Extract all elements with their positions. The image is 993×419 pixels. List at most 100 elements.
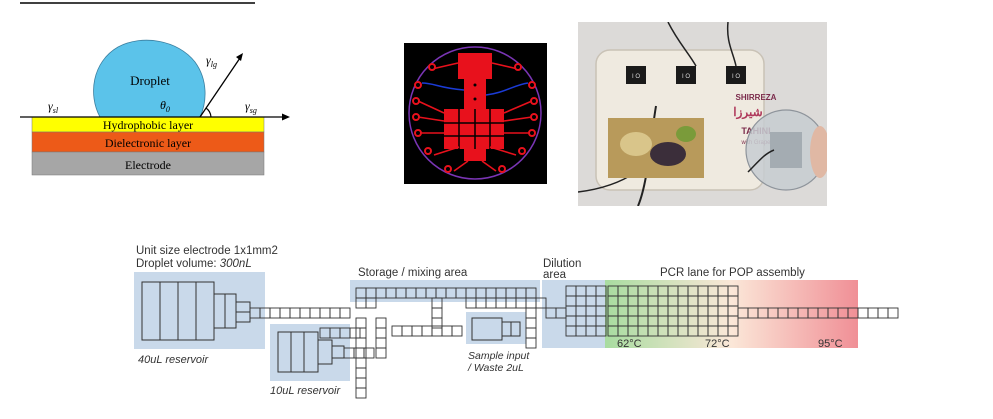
pcb-red-traces [417, 62, 533, 172]
transport-electrode [375, 327, 387, 339]
transport-electrode [355, 337, 367, 349]
transport-electrode [525, 327, 537, 339]
theta-label: θ0 [160, 98, 170, 114]
transport-electrode [349, 327, 361, 339]
sample-zone [466, 312, 526, 344]
pcr-electrode [727, 325, 739, 337]
switch-row: I O I O I O [626, 66, 746, 84]
hydrophobic-layer-label: Hydrophobic layer [103, 118, 193, 132]
transport-electrode [375, 347, 387, 359]
contact-angle-panel: Hydrophobic layer Dielectronic layer Ele… [0, 0, 300, 190]
transport-electrode [525, 317, 537, 329]
dmf-layout-diagram: Unit size electrode 1x1mm2 Droplet volum… [134, 245, 899, 399]
transport-electrode [353, 347, 365, 359]
switch-2 [676, 66, 696, 84]
pcb-blue-trace-2 [485, 82, 529, 96]
temp-label-95: 95°C [818, 338, 843, 350]
transport-electrode [289, 307, 301, 319]
wire-2 [726, 22, 737, 67]
pcr-zone [605, 280, 858, 348]
reservoir-40-zone [134, 272, 265, 349]
pcb-blue-trace-1 [421, 82, 465, 91]
transport-electrode [401, 325, 413, 337]
pcb-bottom-pad [464, 149, 486, 161]
transport-electrode [355, 317, 367, 329]
dilution-label-1: Dilution [543, 258, 581, 270]
transport-electrode [363, 347, 375, 359]
pcr-lane-electrode [887, 307, 899, 319]
transport-electrode [431, 317, 443, 329]
transport-electrode [329, 307, 341, 319]
storage-zone [350, 280, 540, 302]
chip-electrode-area [770, 132, 802, 168]
sample-electrodes [471, 317, 521, 341]
transport-electrode [309, 307, 321, 319]
sample-label-2: / Waste 2uL [467, 362, 524, 374]
transport-electrode [391, 325, 403, 337]
angle-arc [205, 107, 212, 118]
transport-electrode [441, 325, 453, 337]
switch-3 [726, 66, 746, 84]
baseline-arrowhead [282, 113, 290, 121]
storage-electrode [365, 297, 377, 309]
pcb-outline [408, 46, 542, 180]
transport-electrode [355, 357, 367, 369]
switch-1 [626, 66, 646, 84]
transport-electrode [375, 337, 387, 349]
transport-electrode [421, 325, 433, 337]
package-arabic: شیرزا [733, 105, 762, 120]
reservoir-10-electrodes [277, 331, 345, 373]
sample-label-1: Sample input [468, 350, 530, 362]
droplet-label: Droplet [130, 73, 170, 88]
electrode-layer [31, 151, 265, 176]
dilution-label-2: area [543, 269, 567, 281]
transport-electrode [269, 307, 281, 319]
transport-electrode [375, 317, 387, 329]
pcb-electrode-gaps [444, 109, 504, 149]
electrode-layer-label: Electrode [125, 158, 171, 172]
transport-electrode [299, 307, 311, 319]
package-brand: SHIRREZA [736, 93, 777, 102]
droplet-shape [93, 39, 206, 118]
chip-wire [747, 149, 775, 173]
transport-electrode [355, 387, 367, 399]
transport-electrode [339, 307, 351, 319]
transport-electrode [535, 297, 547, 309]
transport-electrode [451, 325, 463, 337]
reservoir-40-electrodes [141, 281, 251, 341]
dilution-electrode [555, 307, 567, 319]
finger [810, 126, 827, 178]
switch-3-label: I O [732, 74, 740, 80]
pcr-lane-electrode [867, 307, 879, 319]
pcb-layout-image [408, 46, 542, 180]
pcb-vias [412, 63, 538, 173]
pcr-label: PCR lane for POP assembly [660, 267, 805, 279]
title-line-1: Unit size electrode 1x1mm2 [136, 245, 278, 257]
tangent-arrowhead [236, 53, 243, 61]
wire-1 [667, 22, 697, 67]
label-food-1 [620, 132, 652, 156]
switch-2-label: I O [682, 74, 690, 80]
pcr-lane-electrode [857, 307, 869, 319]
switch-1-label: I O [632, 74, 640, 80]
transport-electrode [431, 325, 443, 337]
storage-label: Storage / mixing area [358, 267, 468, 279]
reservoir-10-label: 10uL reservoir [270, 385, 341, 397]
pcb-center-pad [464, 79, 486, 109]
pcb-top-pad [458, 53, 492, 79]
transport-electrode [279, 307, 291, 319]
tangent-arrow [199, 57, 241, 118]
reservoir-40-label: 40uL reservoir [138, 354, 209, 366]
transport-electrode [411, 325, 423, 337]
device-photo-panel: I O I O I O SHIRREZA شیرزا TAHINI with G… [578, 22, 827, 206]
dielectric-layer-label: Dielectronic layer [105, 136, 191, 150]
gamma-sl-label: γsl [48, 99, 59, 115]
gamma-lg-label: γlg [206, 53, 217, 69]
dilution-electrode [595, 325, 607, 337]
contact-angle-figure: Hydrophobic layer Dielectronic layer Ele… [20, 2, 290, 176]
transport-electrode [355, 367, 367, 379]
transport-electrode [525, 337, 537, 349]
label-food-2 [650, 142, 686, 166]
title-line-2: Droplet volume: 300nL [136, 258, 252, 270]
pcb-electrode-array [444, 109, 504, 149]
